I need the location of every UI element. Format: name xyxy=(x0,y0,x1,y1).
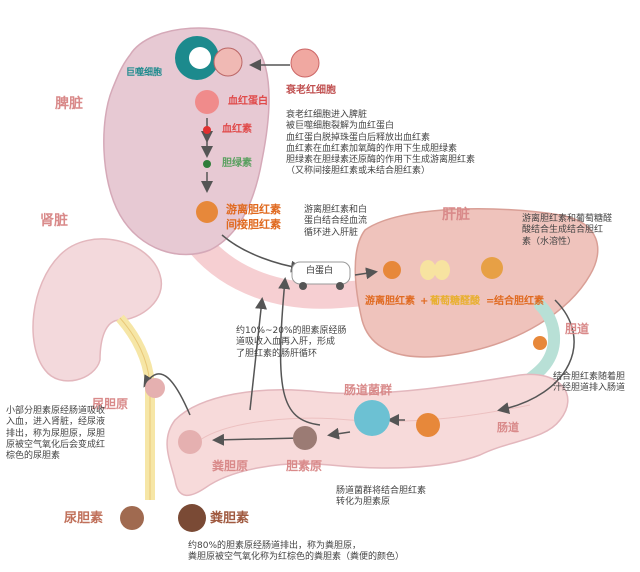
spleen-shape xyxy=(103,27,270,256)
gut-process-note: 肠道菌群将结合胆红素 转化为胆素原 xyxy=(336,486,427,508)
albumin-label: 白蛋白 xyxy=(306,266,334,276)
liver-process-note: 游离胆红素和葡萄糖醛 酸结合生成结合胆红 素（水溶性） xyxy=(522,214,613,247)
liver-eq-left: 游离胆红素 xyxy=(365,296,415,307)
feces-note: 约80%的胆素原经肠道排出，称为粪胆原， 粪胆原被空气氧化称为红棕色的粪胆素（粪… xyxy=(188,541,405,563)
hemoglobin-icon xyxy=(195,90,219,114)
fecal-urobilinogen-label: 粪胆原 xyxy=(212,459,249,473)
liver-eq-mid: 葡萄糖醛酸 xyxy=(430,296,480,307)
kidney-process-note: 小部分胆素原经肠道吸收 入血，进入肾脏，经尿液 排出，称为尿胆原，尿胆 原被空气… xyxy=(6,406,106,461)
heme-label: 血红素 xyxy=(222,124,252,135)
free-bilirubin-label-1: 游离胆红素 xyxy=(226,203,281,216)
aging-rbc-icon xyxy=(290,48,320,78)
biliverdin-label: 胆绿素 xyxy=(222,158,252,169)
reabsorb-note: 约10%~20%的胆素原经肠 道吸收入血再入肝，形成 了胆红素的肠肝循环 xyxy=(236,326,347,359)
liver-eq-right: 结合胆红素 xyxy=(494,296,544,307)
hemoglobin-label: 血红蛋白 xyxy=(228,96,268,107)
intestine-label: 肠道 xyxy=(497,421,519,434)
albumin-car-icon xyxy=(291,261,351,285)
conjugated-bilirubin-icon xyxy=(481,257,503,279)
bile-excrete-note: 结合胆红素随着胆 汁经胆道排入肠道 xyxy=(553,372,626,394)
biliverdin-dot-icon xyxy=(203,160,211,168)
gut-flora-icon xyxy=(354,400,390,436)
urobilin-label: 尿胆素 xyxy=(64,511,104,526)
bile-mascot-icon xyxy=(533,336,547,350)
free-bilirubin-icon xyxy=(196,201,218,223)
macrophage-label: 巨噬细胞 xyxy=(126,68,163,78)
spleen-process-note: 衰老红细胞进入脾脏 被巨噬细胞裂解为血红蛋白 血红蛋白脱掉珠蛋白后释放出血红素 … xyxy=(286,110,476,177)
urobilinogen-urine-label: 尿胆原 xyxy=(92,397,129,411)
urobilin-dot-icon xyxy=(120,506,144,530)
free-bilirubin-label-2: 间接胆红素 xyxy=(226,218,281,231)
liver-bilirubin-icon xyxy=(383,261,401,279)
aging-rbc-label: 衰老红细胞 xyxy=(286,85,336,96)
liver-label: 肝脏 xyxy=(442,207,470,223)
transport-note: 游离胆红素和白 蛋白结合经血流 循环进入肝脏 xyxy=(304,205,368,238)
glucuronic-icon xyxy=(420,260,436,280)
kidney-label: 肾脏 xyxy=(40,213,68,229)
stercobilin-dot-icon xyxy=(178,504,206,532)
kidney-shape xyxy=(32,238,163,382)
liver-shape xyxy=(354,208,599,358)
bile-duct-label: 胆道 xyxy=(565,322,590,336)
liver-eq-equal: = xyxy=(486,296,495,307)
bilinogen-label: 胆素原 xyxy=(286,459,323,473)
liver-eq-plus: + xyxy=(420,296,429,307)
heme-dot-icon xyxy=(203,126,211,134)
blood-vessel xyxy=(187,232,413,309)
gut-flora-label: 肠道菌群 xyxy=(344,383,393,397)
spleen-label: 脾脏 xyxy=(55,96,83,112)
stercobilin-label: 粪胆素 xyxy=(210,511,250,526)
